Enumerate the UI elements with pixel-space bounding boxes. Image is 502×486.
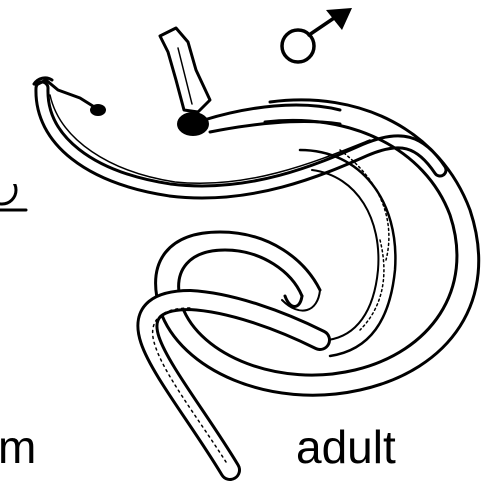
stage-label-cropped: m bbox=[0, 424, 36, 470]
female-symbol-icon bbox=[0, 184, 30, 216]
female-worm bbox=[34, 78, 440, 192]
male-head bbox=[160, 28, 210, 112]
male-ventral-sucker bbox=[177, 112, 209, 136]
female-oral-sucker bbox=[90, 104, 106, 116]
male-symbol-icon bbox=[282, 8, 352, 62]
stage-label-adult: adult bbox=[296, 424, 396, 470]
